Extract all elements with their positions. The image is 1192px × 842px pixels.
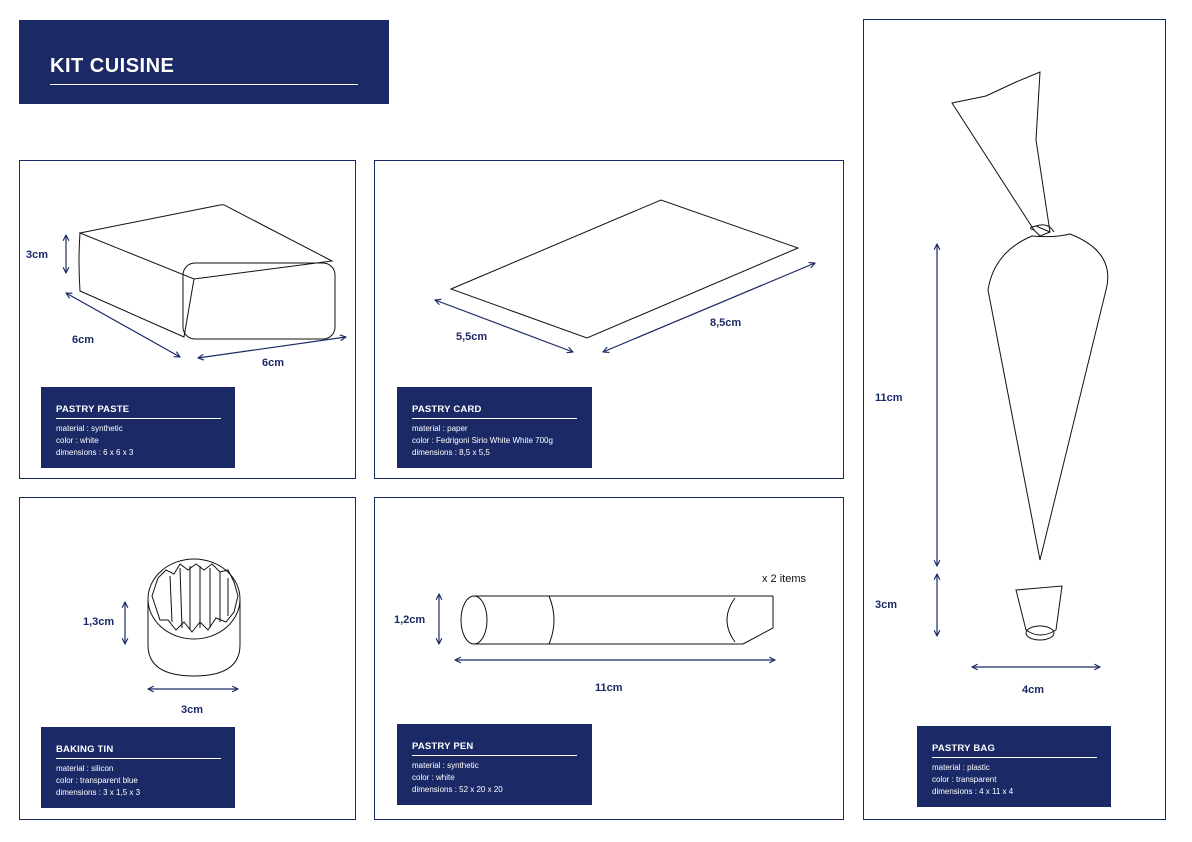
dim-label-height: 3cm (26, 249, 49, 261)
spec-card-baking-tin: BAKING TIN material : silicon color : tr… (41, 727, 235, 808)
spec-dimensions: dimensions : 6 x 6 x 3 (56, 448, 134, 457)
page-header: KIT CUISINE (19, 20, 389, 104)
dim-label-length: 11cm (595, 682, 623, 694)
panel-pastry-bag: 11cm 3cm 4cm PASTRY BAG material : plast… (863, 19, 1166, 820)
spec-dimensions: dimensions : 4 x 11 x 4 (932, 787, 1014, 796)
spec-card-title: PASTRY BAG (932, 743, 996, 754)
dim-label-height: 1,3cm (83, 616, 115, 628)
spec-color: color : transparent blue (56, 776, 138, 785)
dim-label-long: 8,5cm (710, 317, 742, 329)
spec-dimensions: dimensions : 8,5 x 5,5 (412, 448, 490, 457)
spec-card-title: PASTRY PASTE (56, 404, 130, 415)
spec-color: color : transparent (932, 775, 997, 784)
dim-label-short: 5,5cm (456, 331, 488, 343)
spec-material: material : synthetic (412, 761, 479, 770)
baking-tin-illustration (20, 558, 241, 819)
panel-pastry-paste: 3cm 6cm 6cm PASTRY PASTE material : synt… (19, 160, 356, 479)
pastry-paste-illustration (20, 204, 355, 478)
panel-pastry-pen: x 2 items 1,2cm 11cm PASTRY PEN material… (374, 497, 844, 820)
spec-color: color : white (56, 436, 99, 445)
spec-card-pastry-card: PASTRY CARD material : paper color : Fed… (397, 387, 592, 468)
spec-card-rule (56, 758, 221, 759)
spec-card-pastry-paste: PASTRY PASTE material : synthetic color … (41, 387, 235, 468)
dim-label-tip-height: 3cm (875, 599, 898, 611)
spec-material: material : plastic (932, 763, 990, 772)
dim-label-bag-height: 11cm (875, 392, 903, 404)
pastry-pen-illustration (375, 498, 843, 819)
spec-card-pastry-pen: PASTRY PEN material : synthetic color : … (397, 724, 592, 805)
spec-card-rule (412, 418, 577, 419)
spec-dimensions: dimensions : 3 x 1,5 x 3 (56, 788, 141, 797)
spec-card-title: BAKING TIN (56, 744, 114, 755)
spec-card-rule (932, 757, 1097, 758)
spec-card-rule (56, 418, 221, 419)
dim-label-width: 4cm (1022, 684, 1045, 696)
spec-card-rule (412, 755, 577, 756)
spec-material: material : paper (412, 424, 468, 433)
spec-material: material : synthetic (56, 424, 123, 433)
pastry-card-illustration (375, 199, 843, 478)
panel-baking-tin: 1,3cm 3cm BAKING TIN material : silicon … (19, 497, 356, 820)
spec-dimensions: dimensions : 52 x 20 x 20 (412, 785, 503, 794)
quantity-note: x 2 items (762, 573, 807, 585)
page-title: KIT CUISINE (50, 55, 175, 77)
title-underline (50, 84, 358, 85)
panel-pastry-card: 5,5cm 8,5cm PASTRY CARD material : paper… (374, 160, 844, 479)
dim-label-width: 3cm (181, 704, 204, 716)
spec-card-pastry-bag: PASTRY BAG material : plastic color : tr… (917, 726, 1111, 807)
dim-label-depth: 6cm (72, 334, 95, 346)
dim-label-height: 1,2cm (394, 614, 426, 626)
spec-color: color : Fedrigoni Sirio White White 700g (412, 436, 553, 445)
spec-card-title: PASTRY CARD (412, 404, 482, 415)
spec-material: material : silicon (56, 764, 114, 773)
dim-label-width: 6cm (262, 357, 285, 369)
spec-color: color : white (412, 773, 455, 782)
pastry-bag-illustration (864, 71, 1109, 819)
spec-card-title: PASTRY PEN (412, 741, 474, 752)
